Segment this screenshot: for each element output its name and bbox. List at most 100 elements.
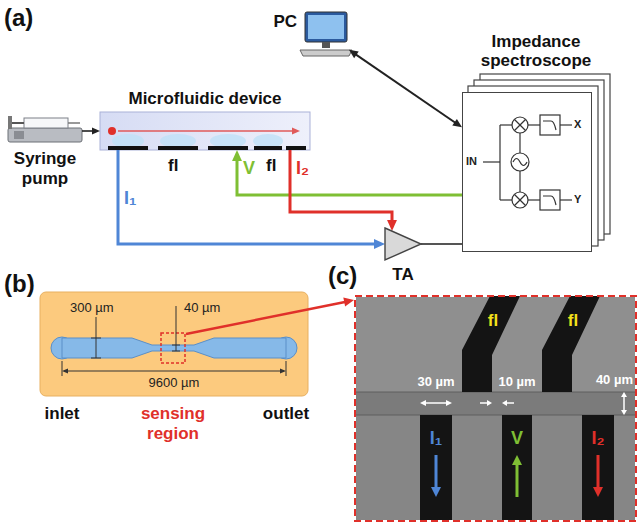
chip-illustration-part xyxy=(161,333,185,363)
device-name: Syringe pump xyxy=(0,149,90,190)
micrograph-part-part xyxy=(425,402,447,404)
zoom-pointer-arrow-part xyxy=(343,298,354,307)
device-name: Microfluidic device xyxy=(128,89,281,109)
micrograph-part xyxy=(431,487,441,497)
spectroscope-schematic-part-part xyxy=(515,195,526,206)
spectroscope-schematic-part-part xyxy=(483,161,500,162)
spectroscope-schematic-part-part xyxy=(540,115,560,135)
spectroscope-schematic-part-part xyxy=(519,133,520,153)
port-label: inlet xyxy=(45,404,80,424)
chip-illustration-part xyxy=(40,292,308,396)
transimpedance-amplifier: TA xyxy=(385,228,421,260)
spectroscope-schematic-part-part xyxy=(560,199,572,200)
microfluidic-device-illustration-part xyxy=(108,127,116,135)
arrowhead xyxy=(374,239,385,249)
micrograph-part-part xyxy=(623,396,625,411)
spectroscope-schematic-part-part xyxy=(512,117,528,133)
connector xyxy=(354,53,457,123)
dimension-lines-part xyxy=(91,338,101,339)
dimension-lines-part xyxy=(62,361,63,376)
microfluidic-device-illustration-part xyxy=(292,128,300,135)
micrograph-part xyxy=(593,487,603,497)
electrode-label: fl xyxy=(168,156,178,176)
signal-label: V xyxy=(243,158,255,180)
panel-label: (b) xyxy=(4,270,35,299)
micrograph-part-part xyxy=(506,402,514,404)
spectroscope-schematic-part xyxy=(483,115,572,210)
microfluidic-device-illustration-part xyxy=(108,146,148,150)
micrograph-part xyxy=(435,455,438,488)
spectroscope-schematic-part-part xyxy=(543,196,556,205)
microfluidic-device-illustration-part xyxy=(254,146,282,150)
arrowhead xyxy=(452,119,462,127)
spectroscope-schematic-part-part xyxy=(513,159,527,166)
device-name: Impedance spectroscope xyxy=(466,32,606,71)
spectroscope-schematic-part-part xyxy=(512,192,528,208)
micrograph-part xyxy=(356,392,635,415)
port-label: Y xyxy=(574,193,581,206)
spectroscope-schematic-part-part xyxy=(528,199,540,200)
port-label: outlet xyxy=(263,404,309,424)
syringe-pump-icon-part xyxy=(24,118,68,128)
connector xyxy=(421,243,462,245)
connector xyxy=(118,150,377,244)
dimension-lines-part xyxy=(176,306,177,351)
spectroscope-schematic-part-part xyxy=(519,171,520,192)
amplifier-symbol xyxy=(385,228,421,260)
dimension-lines-part xyxy=(62,369,68,374)
microfluidic-device-illustration-part xyxy=(208,146,248,150)
dimension-lines-part xyxy=(286,361,287,376)
device-name: PC xyxy=(273,12,297,32)
micrograph-part xyxy=(502,415,532,520)
electrode-label: fl xyxy=(568,311,578,331)
dimension: 30 µm xyxy=(417,374,454,390)
micrograph-part xyxy=(420,392,627,415)
dimension-lines-part xyxy=(172,345,180,346)
syringe-pump-icon xyxy=(8,116,82,142)
dimension-lines-part xyxy=(172,351,180,352)
micrograph-part xyxy=(356,297,635,520)
dimension-lines-part xyxy=(91,358,101,359)
computer-icon-part xyxy=(308,15,344,39)
dimension: 10 µm xyxy=(498,374,535,390)
signal-label: I₂ xyxy=(296,158,309,180)
computer: PC xyxy=(303,12,349,56)
spectroscope-schematic-part-part xyxy=(499,125,500,200)
panel-label: (c) xyxy=(328,262,357,291)
chip-illustration xyxy=(40,292,308,396)
dimension: 300 µm xyxy=(70,300,114,316)
microfluidic-device-illustration-part xyxy=(118,130,292,132)
signal-label: I₁ xyxy=(430,428,442,450)
spectroscope-schematic-part-part xyxy=(511,153,529,171)
micrograph-part-part xyxy=(487,400,492,406)
arrowhead xyxy=(232,150,242,161)
spectroscope-schematic-part-part xyxy=(543,121,556,130)
micrograph-part xyxy=(597,455,600,488)
amplifier-name: TA xyxy=(358,265,448,285)
spectroscope-schematic-part-part xyxy=(560,124,572,125)
syringe-pump-icon-part xyxy=(8,116,12,129)
spectroscope-schematic-part-part xyxy=(515,195,526,206)
panel-label: (a) xyxy=(4,4,33,33)
spectroscope-schematic-part-part xyxy=(515,120,526,131)
micrograph-part xyxy=(420,415,452,520)
micrograph-part-part xyxy=(621,410,627,415)
microfluidic-device-illustration xyxy=(100,112,310,150)
micrograph-part xyxy=(582,415,614,520)
microfluidic-device-illustration-part xyxy=(286,146,306,150)
micrograph-part xyxy=(356,297,635,392)
dimension: 9600 µm xyxy=(149,375,200,391)
micrograph-part xyxy=(512,455,522,465)
syringe-pump-icon-part xyxy=(14,131,24,139)
microfluidic-device-illustration-part xyxy=(100,112,310,150)
spectroscope-schematic-part xyxy=(462,92,592,252)
microfluidic-device-illustration-part xyxy=(210,134,246,148)
arrowhead xyxy=(92,127,100,134)
micrograph-part xyxy=(355,296,636,521)
microfluidic-device: Microfluidic device xyxy=(100,112,310,150)
signal-label: I₁ xyxy=(124,188,136,210)
microfluidic-device-illustration-part xyxy=(158,146,198,150)
micrograph xyxy=(355,296,636,521)
